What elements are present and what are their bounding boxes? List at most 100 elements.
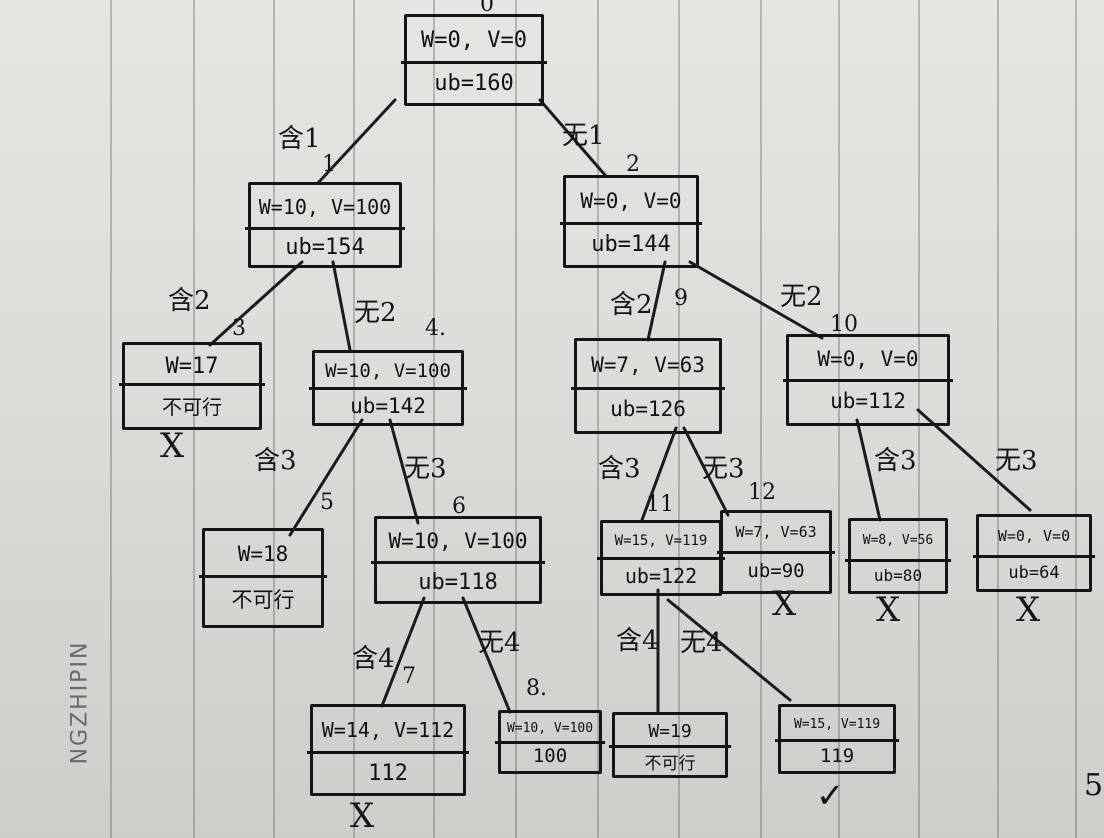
page-ruling xyxy=(193,0,195,838)
page-ruling xyxy=(515,0,517,838)
node-number: 7 xyxy=(402,664,416,689)
node-divider xyxy=(560,222,702,225)
node-state: W=7, V=63 xyxy=(735,523,817,541)
node-number: 10 xyxy=(830,312,858,337)
node-state: W=15, V=119 xyxy=(614,533,708,549)
node-state: W=0, V=0 xyxy=(817,347,919,371)
node-bound: 不可行 xyxy=(231,588,295,612)
node-divider xyxy=(597,557,725,560)
node-bound: ub=142 xyxy=(350,394,426,418)
edge-10-14 xyxy=(916,408,1032,512)
node-number: 0 xyxy=(480,0,494,17)
node-state: W=10, V=100 xyxy=(325,360,451,382)
pruned-mark: X xyxy=(1016,590,1041,630)
page-ruling xyxy=(273,0,275,838)
node-state: W=0, V=0 xyxy=(997,527,1071,545)
node-number: 6 xyxy=(452,494,466,519)
tree-node-4: W=10, V=100 ub=142 xyxy=(309,350,467,426)
tree-node-13: W=8, V=56 ub=80 xyxy=(845,518,951,594)
edge-6-7 xyxy=(380,596,426,708)
edge-1-3 xyxy=(208,260,304,347)
edge-1-4 xyxy=(331,260,352,352)
edge-2-10 xyxy=(688,260,824,340)
edge-0-2 xyxy=(538,98,607,177)
node-number: 3 xyxy=(232,316,246,341)
node-number: 1 xyxy=(322,152,336,177)
edge-label: 无2 xyxy=(780,282,823,312)
tree-node-11: W=15, V=119 ub=122 xyxy=(597,520,725,596)
node-bound: 不可行 xyxy=(162,394,222,419)
edge-label: 含2 xyxy=(168,286,211,316)
node-state: W=10, V=100 xyxy=(258,195,392,219)
node-number: 9 xyxy=(674,286,688,311)
pruned-mark: X xyxy=(876,590,901,630)
node-bound: ub=122 xyxy=(624,564,698,588)
tree-node-6: W=10, V=100 ub=118 xyxy=(371,516,545,604)
page-ruling xyxy=(433,0,435,838)
node-state: W=18 xyxy=(237,542,289,566)
tree-node-10: W=0, V=0 ub=112 xyxy=(783,334,953,426)
tree-node-15: W=19 不可行 xyxy=(609,712,731,778)
tree-node-16: W=15, V=119 119 xyxy=(775,704,899,774)
node-bound: ub=90 xyxy=(747,560,805,582)
edge-2-9 xyxy=(646,260,667,342)
edge-label: 含2 xyxy=(610,290,653,320)
tree-node-14: W=0, V=0 ub=64 xyxy=(973,514,1095,592)
tree-node-2: W=0, V=0 ub=144 xyxy=(560,175,702,268)
page-ruling xyxy=(997,0,999,838)
node-bound: ub=154 xyxy=(285,234,365,260)
edge-label: 含4 xyxy=(352,644,395,674)
edge-10-13 xyxy=(855,418,882,522)
page-ruling xyxy=(353,0,355,838)
page-ruling xyxy=(678,0,680,838)
edge-4-5 xyxy=(288,418,364,537)
edge-11-16 xyxy=(666,598,792,702)
node-divider xyxy=(845,559,951,562)
edge-label: 无3 xyxy=(702,454,745,484)
edge-label: 含3 xyxy=(874,446,917,476)
node-divider xyxy=(775,739,899,742)
node-state: W=17 xyxy=(165,353,219,379)
node-divider xyxy=(371,561,545,564)
tree-node-1: W=10, V=100 ub=154 xyxy=(245,182,405,268)
edge-0-1 xyxy=(316,98,397,185)
tree-node-8: W=10, V=100 100 xyxy=(495,710,605,774)
node-state: W=10, V=100 xyxy=(388,529,528,553)
pruned-mark: X xyxy=(772,584,797,624)
node-divider xyxy=(609,745,731,748)
node-state: W=0, V=0 xyxy=(421,27,527,53)
node-divider xyxy=(307,751,469,754)
node-bound: ub=126 xyxy=(610,397,686,421)
node-number: 4. xyxy=(425,316,446,341)
node-number: 2 xyxy=(626,152,640,177)
edge-label: 含3 xyxy=(598,454,641,484)
edge-9-11 xyxy=(640,426,678,522)
corner-mark: 5 xyxy=(1084,768,1104,803)
node-bound: 112 xyxy=(368,760,408,786)
edge-label: 无4 xyxy=(680,628,723,658)
node-bound: ub=80 xyxy=(873,566,923,585)
node-divider xyxy=(717,551,835,554)
page-ruling xyxy=(760,0,762,838)
node-state: W=19 xyxy=(648,720,692,742)
edge-label: 无3 xyxy=(995,446,1038,476)
edge-label: 无1 xyxy=(562,121,605,151)
edge-9-12 xyxy=(682,426,730,517)
node-state: W=0, V=0 xyxy=(580,189,682,213)
node-bound: ub=144 xyxy=(591,231,671,257)
node-bound: ub=112 xyxy=(830,389,906,413)
node-divider xyxy=(571,387,725,390)
node-divider xyxy=(245,227,405,230)
edge-6-8 xyxy=(461,596,512,714)
tree-node-12: W=7, V=63 ub=90 xyxy=(717,510,835,594)
edge-label: 无4 xyxy=(478,628,521,658)
node-bound: ub=64 xyxy=(1008,562,1060,583)
edge-label: 含1 xyxy=(278,124,321,154)
node-divider xyxy=(495,741,605,744)
edge-label: 含3 xyxy=(254,446,297,476)
node-bound: 119 xyxy=(819,745,855,767)
page-ruling xyxy=(597,0,599,838)
page-ruling xyxy=(1075,0,1077,838)
node-divider xyxy=(973,555,1095,558)
